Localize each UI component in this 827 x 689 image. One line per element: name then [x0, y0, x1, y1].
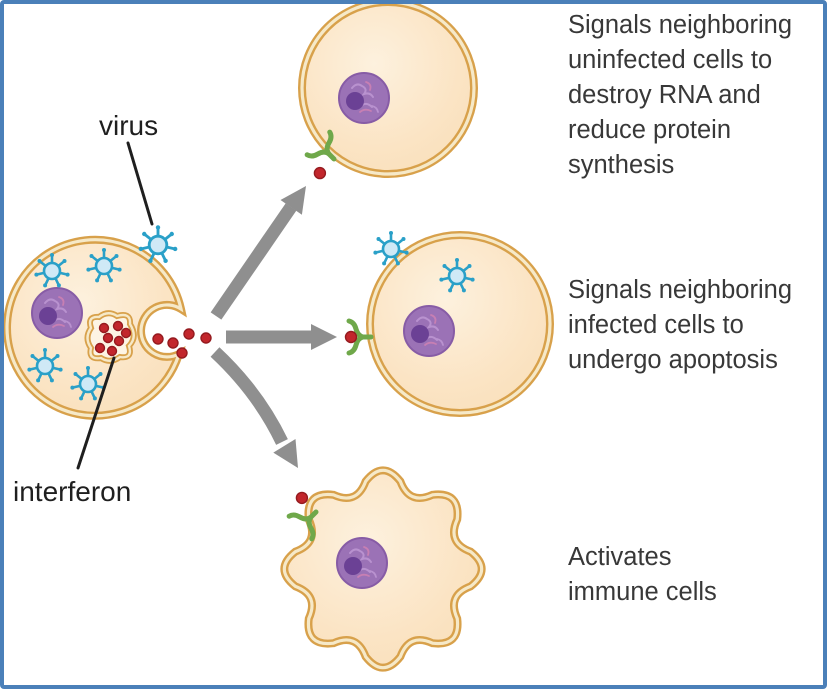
secreted-interferon-dots	[152, 328, 212, 359]
arrow-shaft	[210, 347, 288, 445]
nucleus	[336, 537, 388, 589]
annotation-immune-cells: Activates immune cells	[568, 543, 717, 606]
bound-interferon-dot	[313, 166, 327, 180]
vesicle-membrane-inner-line	[86, 312, 135, 362]
cell-membrane-inner-line	[300, 4, 476, 176]
nucleus	[31, 287, 83, 339]
interferon-vesicle	[84, 310, 137, 364]
cell-membrane-inner-line	[282, 468, 484, 670]
bound-interferon-dot	[344, 330, 358, 344]
arrow-head	[280, 186, 306, 215]
virus-label-pointer-line	[126, 141, 154, 226]
interferon-label: interferon	[13, 476, 132, 507]
interferon-label-pointer-line	[76, 356, 116, 470]
bound-interferon-dot	[295, 491, 309, 505]
arrow-to-infected-cell	[226, 324, 337, 350]
interferon-molecules-in-vesicle	[94, 320, 132, 357]
annotation-uninfected-cells: Signals neighboring uninfected cells to …	[568, 11, 792, 179]
virus-label: virus	[99, 110, 159, 141]
infected-target-cell	[344, 229, 554, 417]
immune-cell	[280, 466, 486, 672]
arrow-head	[273, 439, 298, 468]
cell-membrane-inner-line	[5, 238, 184, 418]
arrow-shaft	[210, 203, 297, 320]
interferon-diagram-canvas	[4, 4, 554, 672]
arrow-to-uninfected-cell	[210, 186, 306, 320]
cell-membrane-inner-line	[368, 233, 552, 415]
signal-arrows	[210, 186, 337, 468]
infected-source-cell	[4, 223, 187, 420]
arrow-to-immune-cell	[210, 347, 298, 468]
annotation-infected-cells: Signals neighboring infected cells to un…	[568, 276, 792, 374]
arrow-head	[311, 324, 337, 350]
nucleus	[338, 72, 390, 124]
nucleus	[403, 305, 455, 357]
uninfected-target-cell	[298, 4, 478, 180]
